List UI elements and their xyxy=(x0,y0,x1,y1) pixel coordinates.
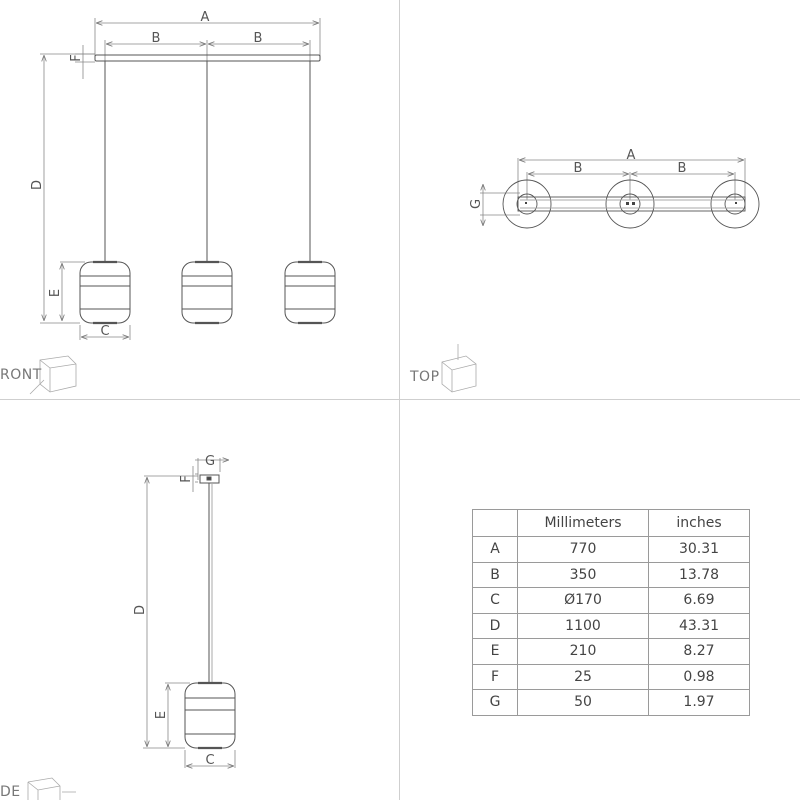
row-key: A xyxy=(472,536,518,563)
row-in: 43.31 xyxy=(648,612,750,639)
top-view-label: TOP xyxy=(410,369,440,385)
side-view-drawing: G F D E C xyxy=(27,454,236,800)
dim-label-a: A xyxy=(201,10,210,25)
front-view-label: RONT xyxy=(0,367,42,383)
row-key: D xyxy=(472,612,518,639)
row-mm: 25 xyxy=(517,663,649,690)
dim-label-b: B xyxy=(678,161,687,176)
row-mm: Ø170 xyxy=(517,587,649,614)
front-view-panel: A B B F D E C RONT xyxy=(0,0,400,400)
dim-label-f: F xyxy=(179,475,194,482)
vertical-divider xyxy=(399,0,400,800)
row-key: C xyxy=(472,587,518,614)
row-in: 0.98 xyxy=(648,663,750,690)
row-in: 6.69 xyxy=(648,587,750,614)
header-key xyxy=(472,509,518,537)
dim-label-c: C xyxy=(205,753,214,768)
top-view-panel: A B B G TOP xyxy=(400,0,800,400)
row-in: 8.27 xyxy=(648,638,750,665)
dim-label-d: D xyxy=(133,605,148,615)
row-key: B xyxy=(472,561,518,588)
row-mm: 770 xyxy=(517,536,649,563)
side-view-panel: G F D E C DE xyxy=(0,400,400,800)
dim-label-f: F xyxy=(69,54,84,61)
dim-label-c: C xyxy=(100,324,109,339)
dim-label-g: G xyxy=(469,199,484,209)
row-key: G xyxy=(472,689,518,716)
row-mm: 350 xyxy=(517,561,649,588)
header-millimeters: Millimeters xyxy=(517,509,649,537)
header-inches: inches xyxy=(648,509,750,537)
row-in: 13.78 xyxy=(648,561,750,588)
top-view-drawing: A B B G xyxy=(441,148,760,393)
dim-label-g: G xyxy=(205,454,215,469)
dim-label-e: E xyxy=(154,711,169,719)
side-view-label: DE xyxy=(0,784,21,800)
dim-label-e: E xyxy=(48,289,63,297)
row-mm: 1100 xyxy=(517,612,649,639)
row-in: 1.97 xyxy=(648,689,750,716)
horizontal-divider xyxy=(0,399,800,400)
row-in: 30.31 xyxy=(648,536,750,563)
row-mm: 50 xyxy=(517,689,649,716)
front-view-drawing: A B B F D E C xyxy=(29,10,336,395)
row-mm: 210 xyxy=(517,638,649,665)
row-key: F xyxy=(472,663,518,690)
row-key: E xyxy=(472,638,518,665)
table-header-row: Millimeters inches xyxy=(472,509,750,537)
dim-label-d: D xyxy=(30,180,45,190)
dim-label-a: A xyxy=(627,148,636,163)
dim-label-b: B xyxy=(254,31,263,46)
dim-label-b: B xyxy=(574,161,583,176)
dim-label-b: B xyxy=(152,31,161,46)
